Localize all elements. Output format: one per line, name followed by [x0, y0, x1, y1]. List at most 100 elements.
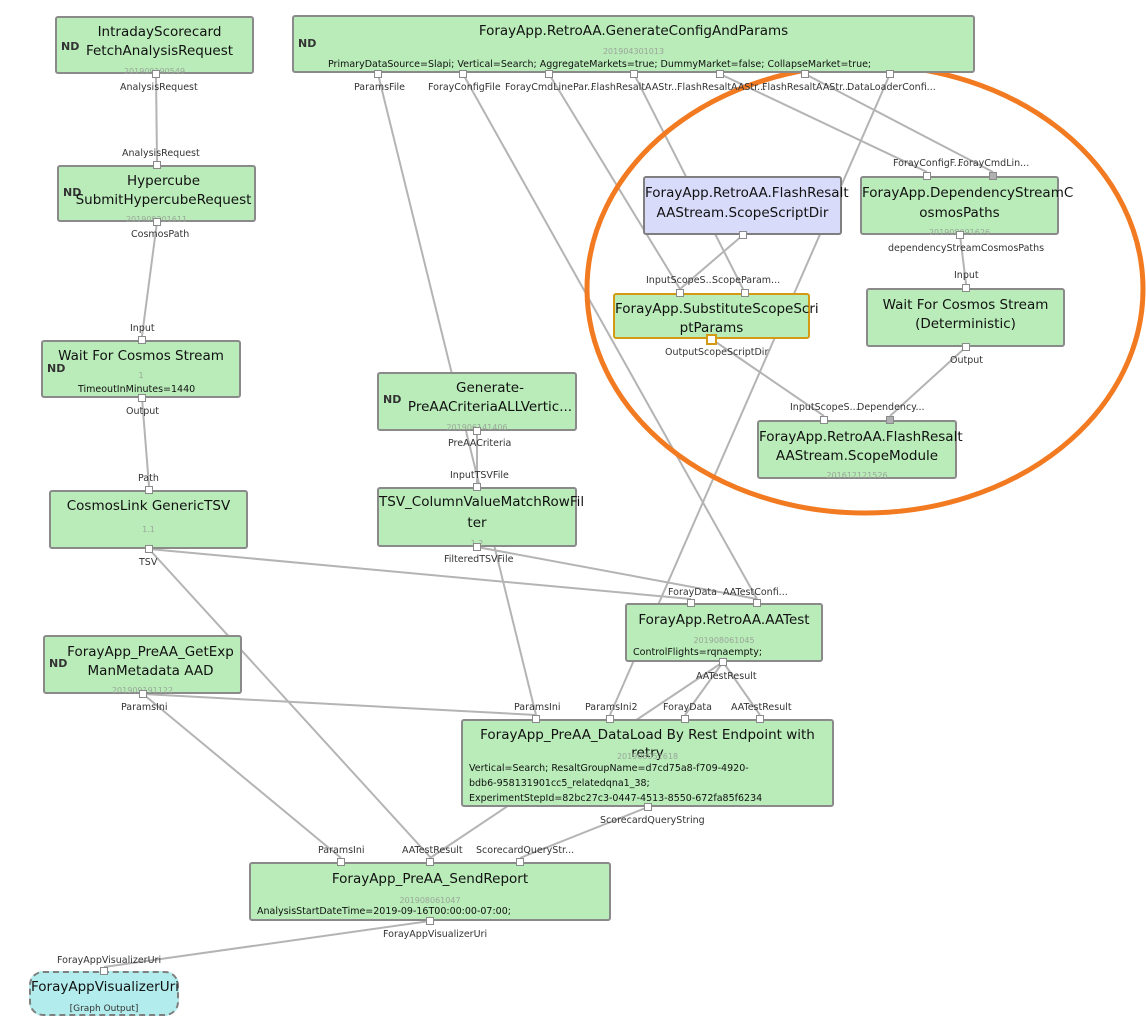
port-label: ParamsIni2 [585, 702, 638, 713]
port[interactable] [801, 70, 809, 78]
node-retroaa-aatest[interactable]: ForayApp.RetroAA.AATest 201908061045 Con… [625, 603, 823, 662]
port[interactable] [886, 70, 894, 78]
port[interactable] [473, 483, 481, 491]
port-label: Input [954, 270, 979, 281]
node-get-exp-man-metadata[interactable]: ND ForayApp_PreAA_GetExp ManMetadata AAD… [43, 635, 242, 695]
port[interactable] [962, 343, 970, 351]
edge [548, 73, 681, 290]
port[interactable] [153, 161, 161, 169]
port-label: Output [126, 406, 159, 417]
port[interactable] [337, 858, 345, 866]
port[interactable] [739, 231, 747, 239]
port-label: Dependency... [857, 402, 925, 413]
node-title-2: ManMetadata AAD [87, 663, 214, 679]
port[interactable] [138, 394, 146, 402]
node-wait-cosmos-stream-deterministic[interactable]: Wait For Cosmos Stream (Deterministic) [866, 288, 1065, 347]
node-title-2: ptParams [679, 320, 744, 336]
port[interactable] [152, 70, 160, 78]
edge [519, 806, 649, 859]
node-dependency-stream-cosmos-paths[interactable]: ForayApp.DependencyStreamC osmosPaths 20… [860, 176, 1073, 237]
edge [709, 337, 825, 417]
node-title-2: AAStream.ScopeScriptDir [656, 205, 829, 221]
port[interactable] [545, 70, 553, 78]
node-substitute-scope-script-params[interactable]: ForayApp.SubstituteScopeScri ptParams [613, 293, 819, 339]
port[interactable] [687, 599, 695, 607]
port[interactable] [145, 486, 153, 494]
port-label: ScorecardQueryStr... [476, 845, 575, 856]
node-params: PrimaryDataSource=Slapi; Vertical=Search… [328, 59, 872, 70]
port-label: FlashResaltAAStr... [591, 82, 681, 93]
port[interactable] [459, 70, 467, 78]
port[interactable] [956, 231, 964, 239]
port[interactable] [989, 172, 997, 180]
node-hypercube[interactable]: ND Hypercube SubmitHypercubeRequest 2019… [57, 165, 256, 224]
node-title: CosmosLink GenericTSV [66, 498, 231, 514]
port[interactable] [753, 599, 761, 607]
port[interactable] [756, 715, 764, 723]
port[interactable] [820, 416, 828, 424]
port-label: FilteredTSVFile [444, 554, 514, 565]
node-title: ForayApp_PreAA_GetExp [67, 644, 234, 660]
port-selected[interactable] [706, 334, 717, 345]
port[interactable] [644, 803, 652, 811]
edge [142, 693, 537, 716]
node-flashresalt-scope-script-dir[interactable]: ForayApp.RetroAA.FlashResalt AAStream.Sc… [643, 176, 849, 235]
node-title: ForayApp.RetroAA.FlashResalt [645, 185, 849, 201]
node-tsv-column-value-match-row-filter[interactable]: TSV_ColumnValueMatchRowFil ter 1.2 [377, 487, 584, 548]
port[interactable] [473, 427, 481, 435]
node-generate-config-and-params[interactable]: ND ForayApp.RetroAA.GenerateConfigAndPar… [292, 15, 975, 73]
port-label: ForayConfigF... [893, 158, 963, 169]
port-label: AATestResult [696, 671, 757, 682]
port[interactable] [676, 289, 684, 297]
node-flashresalt-scope-module[interactable]: ForayApp.RetroAA.FlashResalt AAStream.Sc… [757, 420, 963, 480]
port[interactable] [606, 715, 614, 723]
port[interactable] [962, 284, 970, 292]
edge [679, 234, 744, 290]
port[interactable] [473, 543, 481, 551]
edge [462, 73, 758, 600]
port-label: ParamsIni [121, 702, 168, 713]
port[interactable] [532, 715, 540, 723]
port-label: InputTSVFile [450, 470, 509, 481]
port[interactable] [426, 917, 434, 925]
port[interactable] [923, 172, 931, 180]
node-intraday-scorecard[interactable]: ND IntradayScorecard FetchAnalysisReques… [55, 16, 254, 76]
port-label: Output [950, 355, 983, 366]
node-version: 201904301013 [602, 47, 665, 56]
port-label: DataLoaderConfi... [847, 82, 936, 93]
port-label: FlashResaltAAStr... [762, 82, 852, 93]
node-version: 1 [138, 371, 144, 380]
port[interactable] [145, 545, 153, 553]
port[interactable] [886, 416, 894, 424]
port[interactable] [716, 70, 724, 78]
port[interactable] [100, 967, 108, 975]
port[interactable] [153, 218, 161, 226]
port-label: ForayCmdLinePar... [505, 82, 597, 93]
node-params: Vertical=Search; ResaltGroupName=d7cd75a… [469, 763, 763, 804]
node-title: ForayApp_PreAA_DataLoad By Rest Endpoint… [480, 727, 815, 761]
node-version: 201612121526 [826, 471, 888, 480]
port[interactable] [139, 690, 147, 698]
node-generate-preaa-criteria[interactable]: ND Generate- PreAACriteriaALLVertic... 2… [377, 372, 577, 432]
node-wait-cosmos-stream[interactable]: ND Wait For Cosmos Stream 1 TimeoutInMin… [41, 340, 241, 398]
node-title: Generate- [456, 380, 524, 396]
port[interactable] [630, 70, 638, 78]
port-label: PreAACriteria [448, 438, 512, 449]
node-send-report[interactable]: ForayApp_PreAA_SendReport 201908061047 A… [249, 862, 611, 921]
port-label: InputScopeS... [646, 275, 715, 286]
port[interactable] [374, 70, 382, 78]
port[interactable] [741, 289, 749, 297]
port[interactable] [138, 336, 146, 344]
node-title: ForayApp.RetroAA.GenerateConfigAndParams [478, 23, 789, 39]
port[interactable] [681, 715, 689, 723]
node-cosmoslink-generic-tsv[interactable]: CosmosLink GenericTSV 1.1 [49, 490, 248, 549]
port[interactable] [426, 858, 434, 866]
edge [103, 920, 431, 968]
edge [141, 397, 150, 487]
node-graph-output-visualizer-uri[interactable]: ForayAppVisualizerUri [Graph Output] [29, 971, 179, 1016]
port[interactable] [516, 858, 524, 866]
node-dataload-rest-endpoint[interactable]: ForayApp_PreAA_DataLoad By Rest Endpoint… [461, 719, 834, 807]
nd-badge: ND [47, 362, 66, 375]
port[interactable] [719, 658, 727, 666]
edge [155, 73, 158, 162]
